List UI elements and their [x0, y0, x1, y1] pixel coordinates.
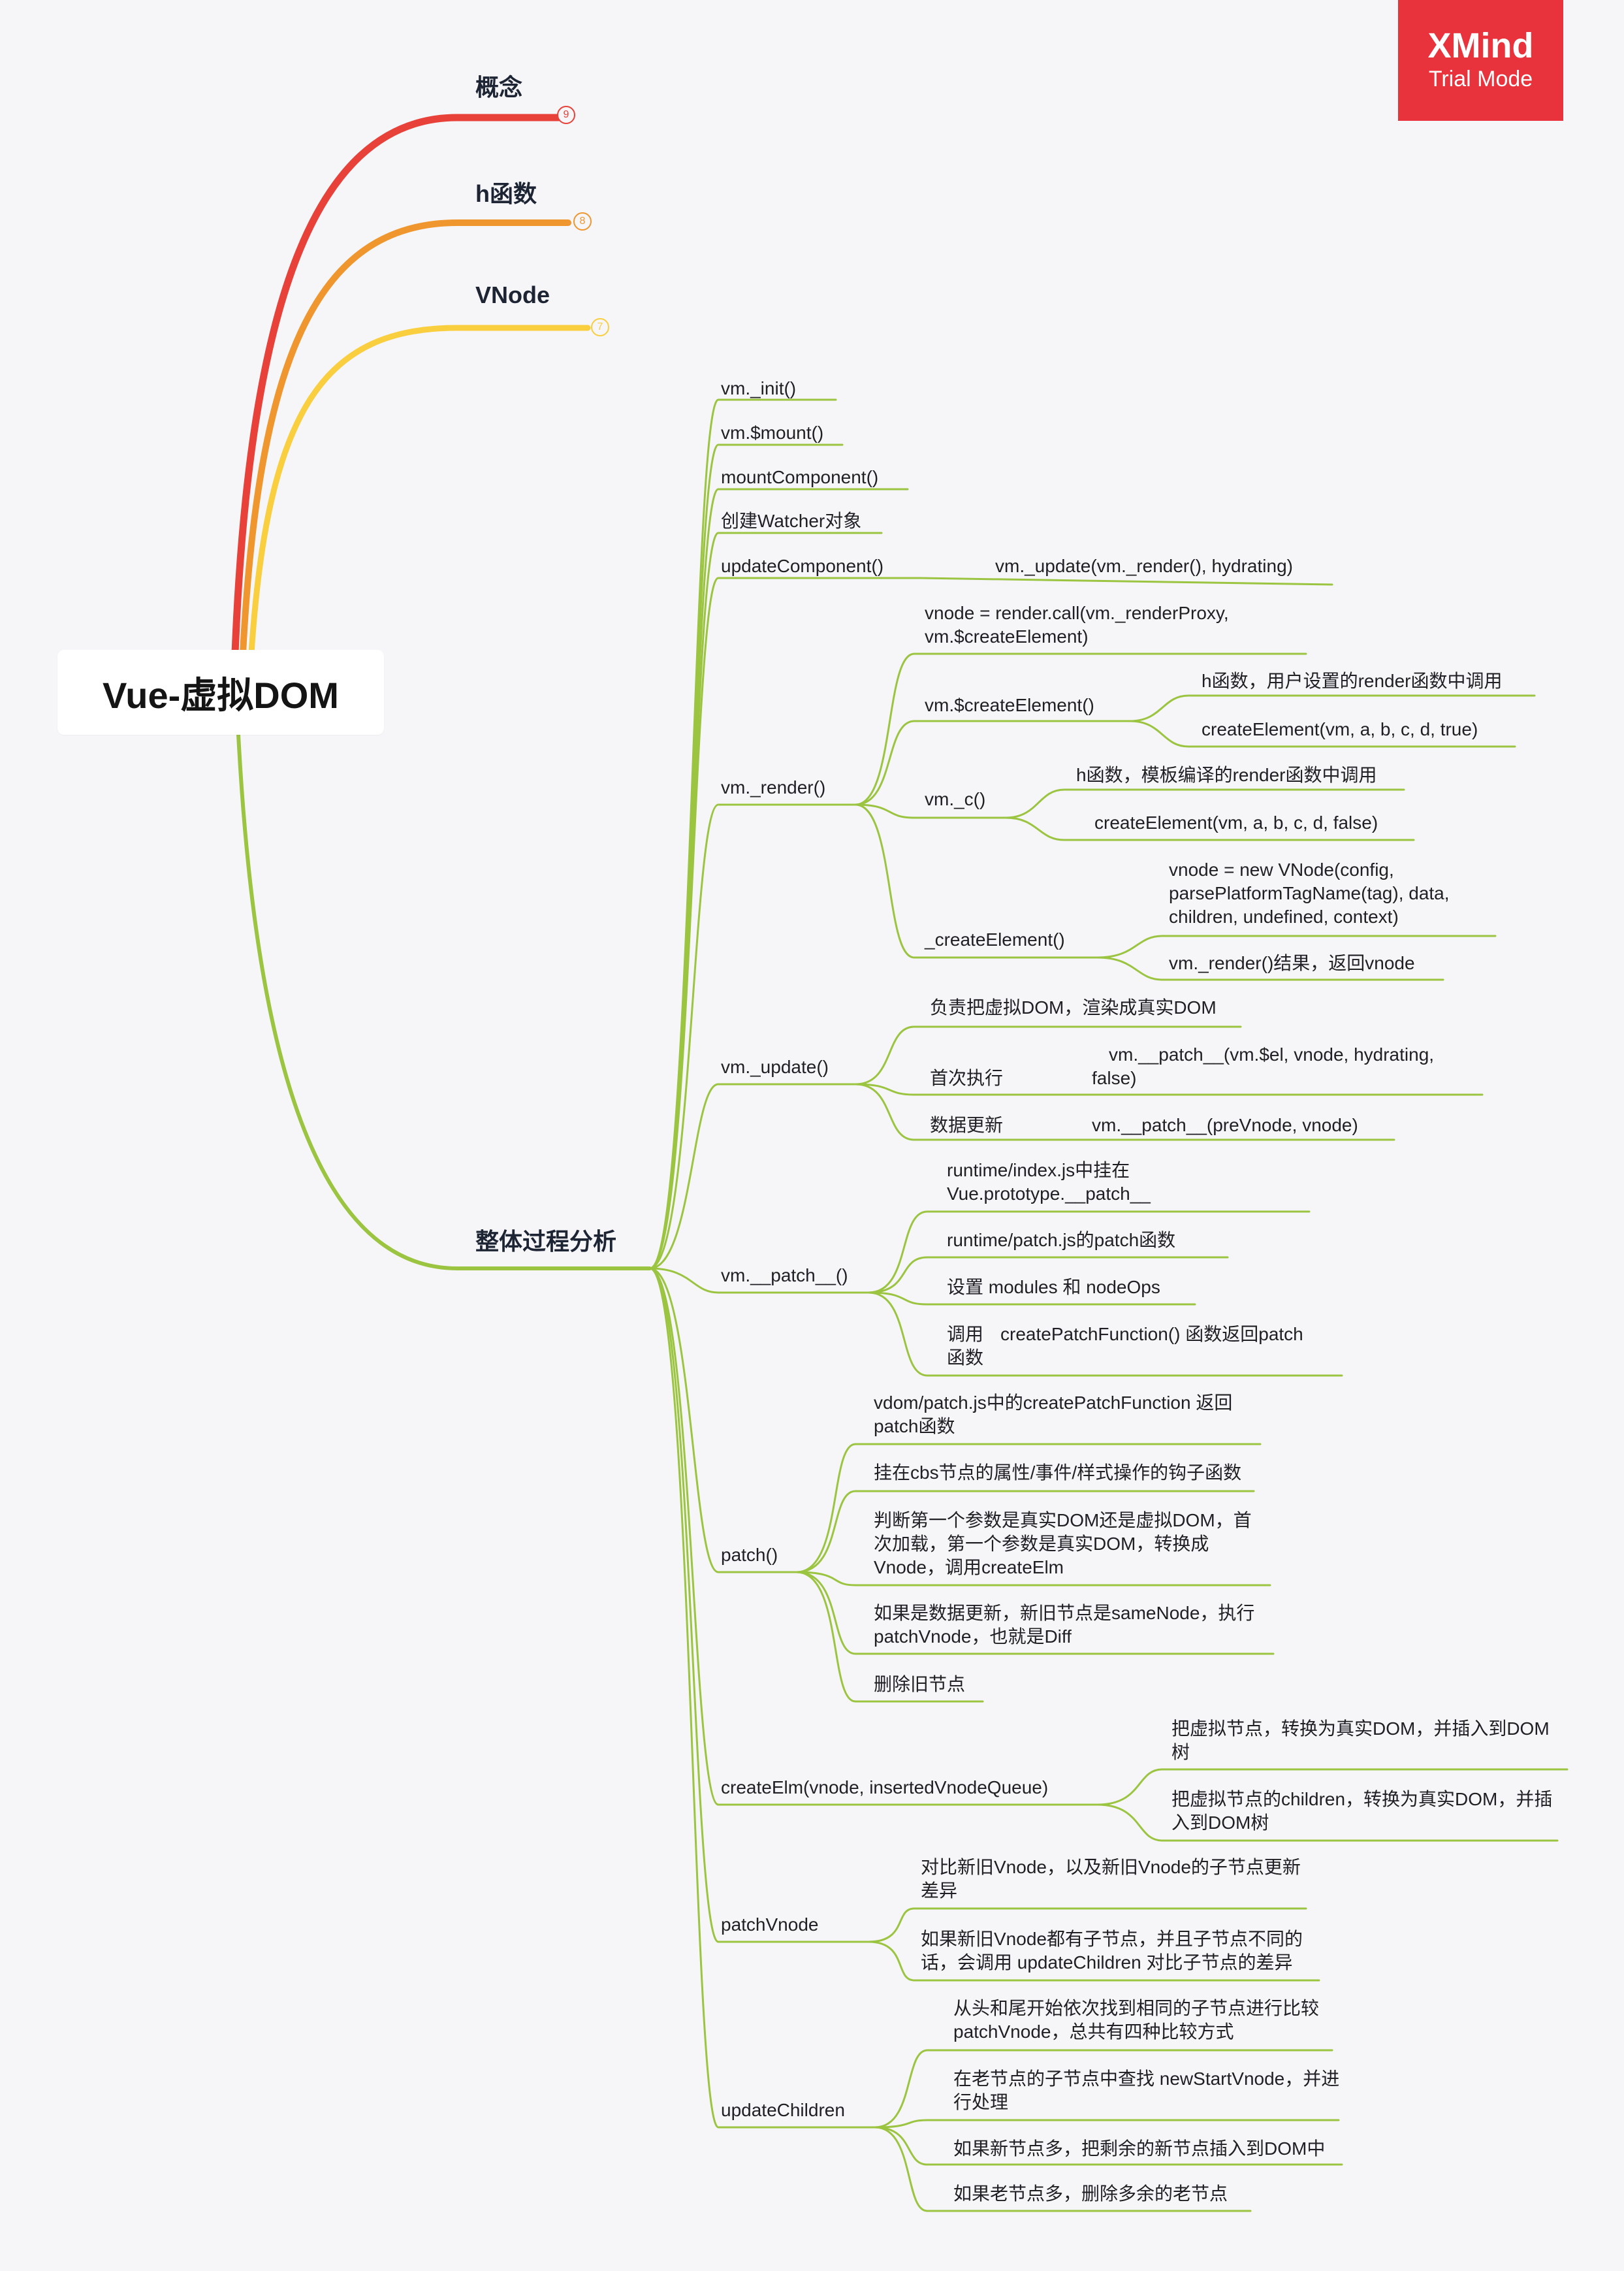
branch-process-analysis[interactable]: 整体过程分析	[475, 1228, 617, 1255]
detail-node[interactable]: createElement(vm, a, b, c, d, true)	[1202, 719, 1478, 739]
detail-node[interactable]: createPatchFunction() 函数返回patch	[1000, 1324, 1303, 1344]
detail-node[interactable]: 把虚拟节点，转换为真实DOM，并插入到DOM树	[1171, 1718, 1550, 1762]
detail-node[interactable]: 调用 函数	[947, 1324, 984, 1368]
step-node[interactable]: vm._init()	[721, 378, 797, 398]
branch-h-function[interactable]: h函数	[475, 180, 537, 207]
detail-node[interactable]: 如果老节点多，删除多余的老节点	[953, 2183, 1228, 2204]
detail-node[interactable]: h函数，模板编译的render函数中调用	[1076, 765, 1377, 785]
collapsed-count-badge[interactable]: 8	[573, 212, 592, 231]
step-node[interactable]: 创建Watcher对象	[721, 511, 862, 531]
detail-node[interactable]: vm._c()	[925, 789, 986, 809]
connector-branch-vnode	[248, 325, 591, 656]
detail-node[interactable]: vm._render()结果，返回vnode	[1169, 953, 1415, 973]
watermark-brand: XMind	[1427, 26, 1534, 65]
xmind-watermark: XMind Trial Mode	[1398, 0, 1563, 121]
connector-branch-h	[240, 219, 571, 656]
detail-node[interactable]: 判断第一个参数是真实DOM还是虚拟DOM，首次加载，第一个参数是真实DOM，转换…	[874, 1510, 1252, 1577]
step-node[interactable]: updateComponent()	[721, 556, 884, 576]
detail-node[interactable]: _createElement()	[925, 929, 1065, 950]
connector-branch-gainian	[231, 114, 562, 657]
detail-node[interactable]: 设置 modules 和 nodeOps	[947, 1277, 1160, 1297]
detail-node[interactable]: 负责把虚拟DOM，渲染成真实DOM	[930, 997, 1217, 1018]
detail-node[interactable]: vdom/patch.js中的createPatchFunction 返回pat…	[874, 1393, 1233, 1436]
detail-node[interactable]: vm.__patch__(preVnode, vnode)	[1092, 1115, 1358, 1135]
step-node[interactable]: updateChildren	[721, 2100, 845, 2120]
branch-vnode[interactable]: VNode	[475, 282, 550, 308]
step-node[interactable]: vm._render()	[721, 777, 826, 797]
detail-node[interactable]: 如果是数据更新，新旧节点是sameNode，执行patchVnode，也就是Di…	[874, 1603, 1255, 1647]
detail-node[interactable]: runtime/patch.js的patch函数	[947, 1230, 1176, 1250]
detail-node[interactable]: h函数，用户设置的render函数中调用	[1202, 671, 1503, 691]
detail-node[interactable]: 如果新旧Vnode都有子节点，并且子节点不同的话，会调用 updateChild…	[921, 1929, 1303, 1973]
detail-node[interactable]: 在老节点的子节点中查找 newStartVnode，并进行处理	[953, 2069, 1340, 2112]
detail-node[interactable]: 从头和尾开始依次找到相同的子节点进行比较patchVnode，总共有四种比较方式	[953, 1998, 1320, 2042]
collapsed-count-badge[interactable]: 7	[591, 318, 609, 336]
detail-node[interactable]: 首次执行	[930, 1068, 1004, 1088]
detail-node[interactable]: runtime/index.js中挂在Vue.prototype.__patch…	[947, 1160, 1151, 1204]
branch-gainian[interactable]: 概念	[475, 74, 523, 101]
collapsed-count-badge[interactable]: 9	[557, 106, 575, 124]
detail-node[interactable]: vm._update(vm._render(), hydrating)	[995, 556, 1293, 576]
detail-node[interactable]: 对比新旧Vnode，以及新旧Vnode的子节点更新差异	[921, 1857, 1301, 1901]
step-node[interactable]: patchVnode	[721, 1914, 819, 1935]
step-node[interactable]: mountComponent()	[721, 467, 879, 487]
detail-node[interactable]: vm.__patch__(vm.$el, vnode, hydrating, f…	[1092, 1044, 1435, 1088]
detail-node[interactable]: vnode = render.call(vm._renderProxy, vm.…	[925, 603, 1229, 647]
detail-node[interactable]: 数据更新	[930, 1115, 1004, 1135]
detail-node[interactable]: 挂在cbs节点的属性/事件/样式操作的钩子函数	[874, 1462, 1242, 1483]
detail-node[interactable]: 如果新节点多，把剩余的新节点插入到DOM中	[953, 2138, 1326, 2159]
detail-node[interactable]: vm.$createElement()	[925, 695, 1094, 715]
central-topic[interactable]: Vue-虚拟DOM	[57, 650, 384, 735]
connector-branch-process	[236, 733, 652, 1270]
watermark-mode: Trial Mode	[1428, 67, 1533, 91]
detail-node[interactable]: createElement(vm, a, b, c, d, false)	[1094, 813, 1378, 833]
step-node[interactable]: vm._update()	[721, 1057, 829, 1077]
step-node[interactable]: patch()	[721, 1545, 778, 1565]
detail-node[interactable]: 把虚拟节点的children，转换为真实DOM，并插入到DOM树	[1171, 1789, 1553, 1833]
step-node[interactable]: vm.$mount()	[721, 423, 824, 443]
step-node[interactable]: createElm(vnode, insertedVnodeQueue)	[721, 1777, 1049, 1797]
step-node[interactable]: vm.__patch__()	[721, 1265, 848, 1285]
detail-node[interactable]: 删除旧节点	[874, 1674, 966, 1694]
detail-node[interactable]: vnode = new VNode(config, parsePlatformT…	[1169, 860, 1450, 927]
